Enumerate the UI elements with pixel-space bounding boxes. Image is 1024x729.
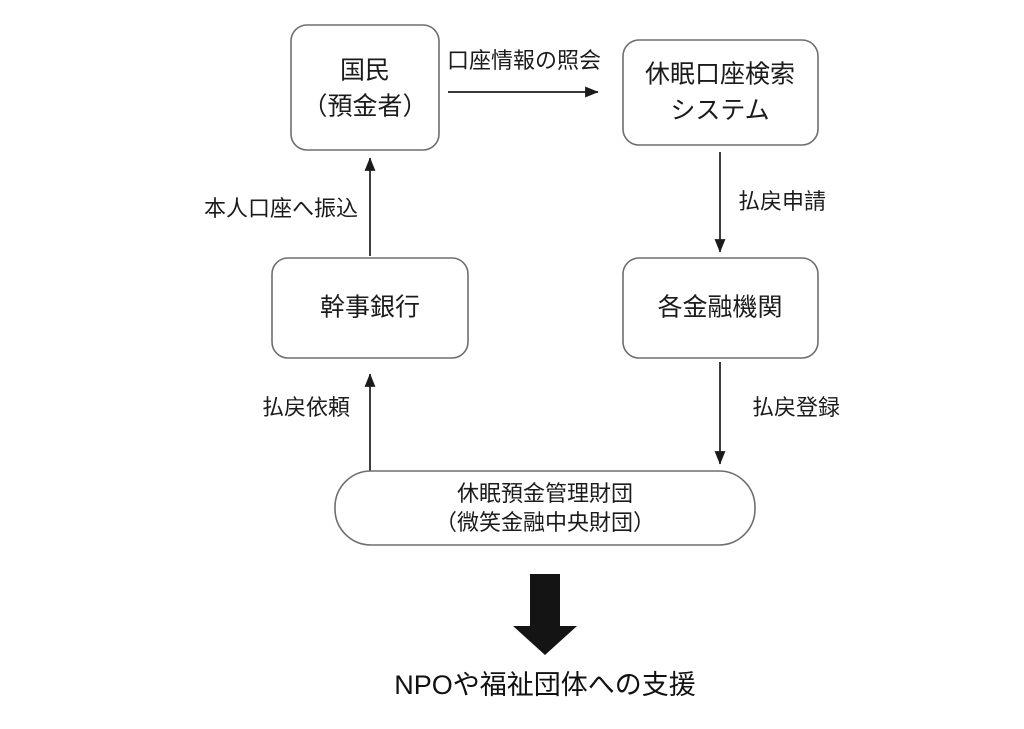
edges-layer: 口座情報の照会 払戻申請 払戻登録 払戻依頼 本人口座へ振込 [204, 48, 840, 472]
node-search-system-label-line2: システム [670, 97, 769, 125]
edge-bank-to-citizen: 本人口座へ振込 [204, 157, 376, 256]
edge-citizen-to-search: 口座情報の照会 [447, 48, 601, 98]
node-lead-bank[interactable]: 幹事銀行 [271, 257, 469, 359]
node-foundation[interactable]: 休眠預金管理財団 （微笑金融中央財団） [334, 470, 756, 546]
node-foundation-label-line2: （微笑金融中央財団） [435, 510, 655, 535]
node-financial-institutions[interactable]: 各金融機関 [622, 257, 819, 359]
node-lead-bank-box[interactable] [271, 257, 469, 359]
edge-institutions-to-foundation: 払戻登録 [714, 362, 840, 465]
edge-label-citizen-to-search: 口座情報の照会 [447, 48, 601, 73]
node-citizen-box[interactable] [290, 24, 440, 151]
node-citizen-label-line2: （預金者） [302, 93, 427, 121]
edge-search-to-institutions: 払戻申請 [714, 152, 826, 253]
edge-label-institutions-to-foundation: 払戻登録 [752, 395, 840, 420]
edge-foundation-to-bank: 払戻依頼 [262, 373, 376, 472]
node-lead-bank-label: 幹事銀行 [320, 294, 420, 322]
node-financial-institutions-box[interactable] [622, 257, 819, 359]
node-foundation-box[interactable] [334, 470, 756, 546]
edge-label-foundation-to-bank: 払戻依頼 [262, 395, 350, 420]
node-citizen[interactable]: 国民 （預金者） [290, 24, 440, 151]
node-financial-institutions-label: 各金融機関 [657, 294, 782, 322]
nodes-layer: 国民 （預金者） 休眠口座検索 システム 幹事銀行 各金融機関 [271, 24, 819, 546]
node-citizen-label-line1: 国民 [340, 57, 390, 85]
node-search-system-label-line1: 休眠口座検索 [645, 61, 795, 89]
node-foundation-label-line1: 休眠預金管理財団 [457, 481, 633, 506]
outcome-label: NPOや福祉団体への支援 [394, 670, 696, 700]
edge-label-search-to-institutions: 払戻申請 [738, 189, 826, 214]
block-arrow-down-icon [513, 574, 577, 655]
edge-label-bank-to-citizen: 本人口座へ振込 [204, 196, 358, 221]
node-search-system-box[interactable] [622, 39, 819, 146]
outcome-group: NPOや福祉団体への支援 [394, 574, 696, 700]
node-search-system[interactable]: 休眠口座検索 システム [622, 39, 819, 146]
